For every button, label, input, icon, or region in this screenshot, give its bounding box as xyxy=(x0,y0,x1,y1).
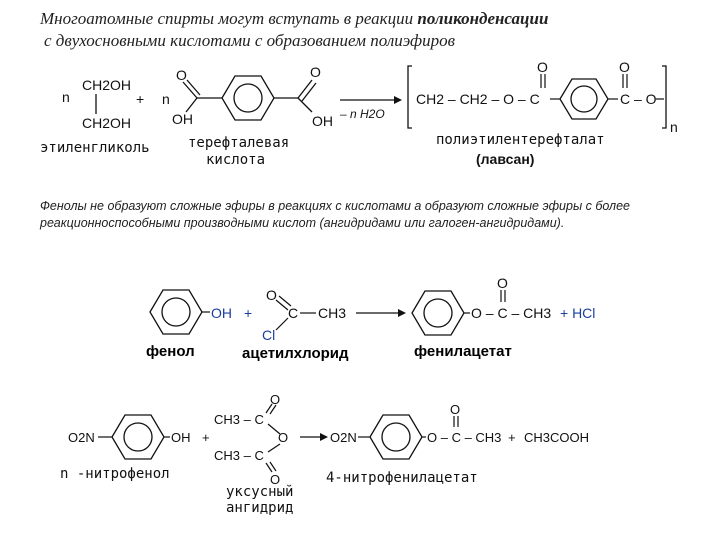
label-anhydride-1: уксусный xyxy=(226,484,293,500)
benzene-circle-1 xyxy=(233,83,263,113)
acetyl-ch3: CH3 xyxy=(318,305,346,321)
anhydride-ch3-top: CH3 – C xyxy=(214,412,264,427)
label-nitrophenol: n -нитрофенол xyxy=(60,466,170,482)
o-acid-left: O xyxy=(176,67,187,83)
arrow-3-head xyxy=(320,433,328,441)
bracket-left xyxy=(407,65,412,129)
anhydride-ch3-bottom: CH3 – C xyxy=(214,448,264,463)
anhydride-o-bridge: O xyxy=(278,430,288,445)
label-ethylene-glycol: этиленгликоль xyxy=(40,140,150,156)
phenylacetate-chain: O – C – CH3 xyxy=(471,305,551,321)
acetyl-c: C xyxy=(288,305,298,321)
bracket-right xyxy=(662,65,667,129)
acetyl-cl: Cl xyxy=(262,327,275,343)
phenylacetate-ring-circle xyxy=(423,298,453,328)
arrow-1-label: – n H2O xyxy=(339,107,385,121)
anhydride-o-top: O xyxy=(270,392,280,407)
oh-acid-right: OH xyxy=(312,113,333,129)
phenylacetate-o: O xyxy=(497,275,508,291)
oh-acid-left: OH xyxy=(172,111,193,127)
terephthalic-acid xyxy=(182,75,317,121)
acetyl-o: O xyxy=(266,287,277,303)
label-acetylchloride: ацетилхлорид xyxy=(242,345,349,362)
intro-line1: Многоатомные спирты могут вступать в реа… xyxy=(40,9,418,28)
o-polymer-left: O xyxy=(537,59,548,75)
o-polymer-right: O xyxy=(619,59,630,75)
benzene-ring-1 xyxy=(221,75,275,121)
arrow-1-head xyxy=(394,96,402,104)
polymer-c-o: C – O xyxy=(620,91,657,107)
benzene-circle-polymer xyxy=(570,85,598,113)
label-phenol: фенол xyxy=(146,343,195,360)
nitro-o2n-right: O2N xyxy=(330,430,357,445)
reaction-polycondensation: n CH2OH CH2OH + n O OH O OH – n H2O CH2 … xyxy=(40,59,678,168)
reaction-nitrophenol-acetylation: O2N OH + CH3 – C O O CH3 – C O O2N O – C… xyxy=(60,392,589,516)
acetic-acid: CH3COOH xyxy=(524,430,589,445)
polymer-n: n xyxy=(670,119,678,135)
intro-bold-term: поликонденсации xyxy=(417,9,549,28)
ch2oh-top: CH2OH xyxy=(82,77,131,93)
label-terephthalic-1: терефталевая xyxy=(188,135,289,151)
reaction-phenol-acetylation: OH + O C CH3 Cl O – C – CH3 O + HCl фено… xyxy=(146,275,595,362)
phenol-oh: OH xyxy=(211,305,232,321)
intro-line2: с двухосновными кислотами с образованием… xyxy=(44,31,455,50)
nitrophenylacetate-ring-circle xyxy=(381,422,411,452)
nitrophenylacetate-ring xyxy=(369,414,423,460)
label-lavsan: (лавсан) xyxy=(476,151,534,167)
label-polymer: полиэтилентерефталат xyxy=(436,132,605,148)
intro-text: Многоатомные спирты могут вступать в реа… xyxy=(40,8,700,52)
nitrophenylacetate-chain: O – C – CH3 xyxy=(427,430,501,445)
nitrophenol-ring xyxy=(111,414,165,460)
plus-1: + xyxy=(136,91,144,107)
plus-3: + xyxy=(202,430,210,445)
benzene-ring-polymer xyxy=(559,78,609,120)
label-phenylacetate: фенилацетат xyxy=(414,343,512,360)
label-nitrophenylacetate: 4-нитрофенилацетат xyxy=(326,470,478,486)
ch2oh-bottom: CH2OH xyxy=(82,115,131,131)
coef-n-acid: n xyxy=(162,91,170,107)
nitrophenol-ring-circle xyxy=(123,422,153,452)
polymer-chain: CH2 – CH2 – O – C xyxy=(416,91,540,107)
o-acid-right: O xyxy=(310,64,321,80)
phenol-note: Фенолы не образуют сложные эфиры в реакц… xyxy=(40,199,631,230)
phenylacetate-ring xyxy=(411,290,465,336)
label-anhydride-2: ангидрид xyxy=(226,500,293,516)
nitro-o2n-left: O2N xyxy=(68,430,95,445)
anhydride-o-bottom: O xyxy=(270,472,280,487)
plus-2: + xyxy=(244,305,252,321)
plus-acetic: + xyxy=(508,430,516,445)
phenol-ring-circle xyxy=(161,297,191,327)
label-terephthalic-2: кислота xyxy=(206,152,265,168)
plus-hcl: + HCl xyxy=(560,305,595,321)
nitrophenol-oh: OH xyxy=(171,430,191,445)
arrow-2-head xyxy=(398,309,406,317)
coef-n-glycol: n xyxy=(62,89,70,105)
phenol-ring xyxy=(149,289,203,335)
nitrophenylacetate-o: O xyxy=(450,402,460,417)
